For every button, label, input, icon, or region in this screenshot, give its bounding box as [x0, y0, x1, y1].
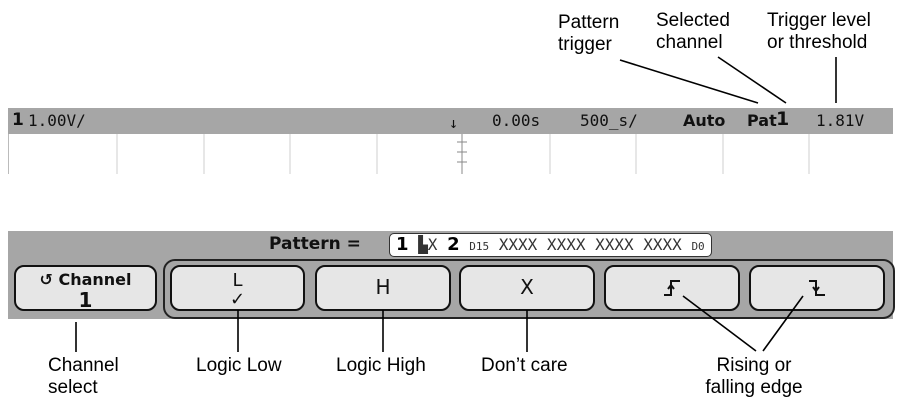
level-softkey-group	[163, 259, 895, 319]
channel-rotate-icon: ↺	[39, 270, 53, 289]
pattern-d0: D0	[691, 240, 705, 253]
logic-low-label: L	[232, 270, 243, 291]
status-trigger-channel: 1	[776, 108, 790, 130]
pattern-d15: D15	[469, 240, 490, 253]
callout-trigger-level: Trigger level or threshold	[767, 10, 871, 53]
callout-selected-channel: Selected channel	[656, 10, 730, 53]
pattern-bar: Pattern = 1 ▙X 2 D15 XXXX XXXX XXXX XXXX…	[8, 231, 893, 257]
callout-dont-care: Don’t care	[481, 355, 568, 376]
rising-edge-softkey[interactable]	[604, 265, 740, 311]
falling-edge-icon	[809, 280, 825, 296]
logic-high-label: H	[375, 275, 391, 299]
status-time-offset: 0.00s	[492, 111, 541, 130]
pattern-ch1: 1	[396, 234, 409, 255]
status-trigger-type: Pat	[747, 111, 777, 130]
dont-care-softkey[interactable]: X	[459, 265, 595, 311]
status-bar: 1 1.00V/ ↓ 0.00s 500̲s/ Auto Pat 1 1.81V	[8, 108, 893, 134]
callout-rising-falling-edge: Rising or falling edge	[705, 355, 803, 398]
dont-care-label: X	[520, 275, 534, 299]
channel-select-softkey[interactable]: ↺ Channel 1	[14, 265, 157, 311]
pattern-ch1-state: ▙X	[418, 235, 438, 254]
softkey-panel: ↺ Channel 1 L ✓ H X	[8, 257, 895, 319]
pattern-digital-groups: XXXX XXXX XXXX XXXX	[498, 235, 682, 254]
status-channel-number: 1	[12, 110, 24, 130]
status-trigger-mode: Auto	[683, 111, 726, 130]
falling-edge-softkey[interactable]	[749, 265, 885, 311]
pattern-value: 1 ▙X 2 D15 XXXX XXXX XXXX XXXX D0	[389, 233, 712, 257]
pattern-ch2: 2	[447, 234, 460, 255]
status-trigger-level: 1.81V	[816, 111, 865, 130]
pattern-label: Pattern =	[269, 234, 361, 254]
callout-pattern-trigger: Pattern trigger	[558, 12, 620, 55]
status-timebase: 500̲s/	[580, 111, 638, 130]
logic-low-softkey[interactable]: L ✓	[170, 265, 305, 311]
rising-edge-icon	[664, 280, 680, 296]
trigger-marker-icon: ↓	[449, 114, 459, 132]
callout-logic-high: Logic High	[336, 355, 426, 376]
callout-logic-low: Logic Low	[196, 355, 282, 376]
checkmark-icon: ✓	[229, 289, 246, 310]
callout-channel-select: Channel select	[48, 355, 119, 398]
logic-high-softkey[interactable]: H	[315, 265, 451, 311]
status-channel-scale: 1.00V/	[28, 111, 86, 130]
waveform-grid	[8, 134, 894, 174]
channel-softkey-value: 1	[78, 288, 93, 312]
channel-softkey-label: Channel	[58, 270, 132, 289]
